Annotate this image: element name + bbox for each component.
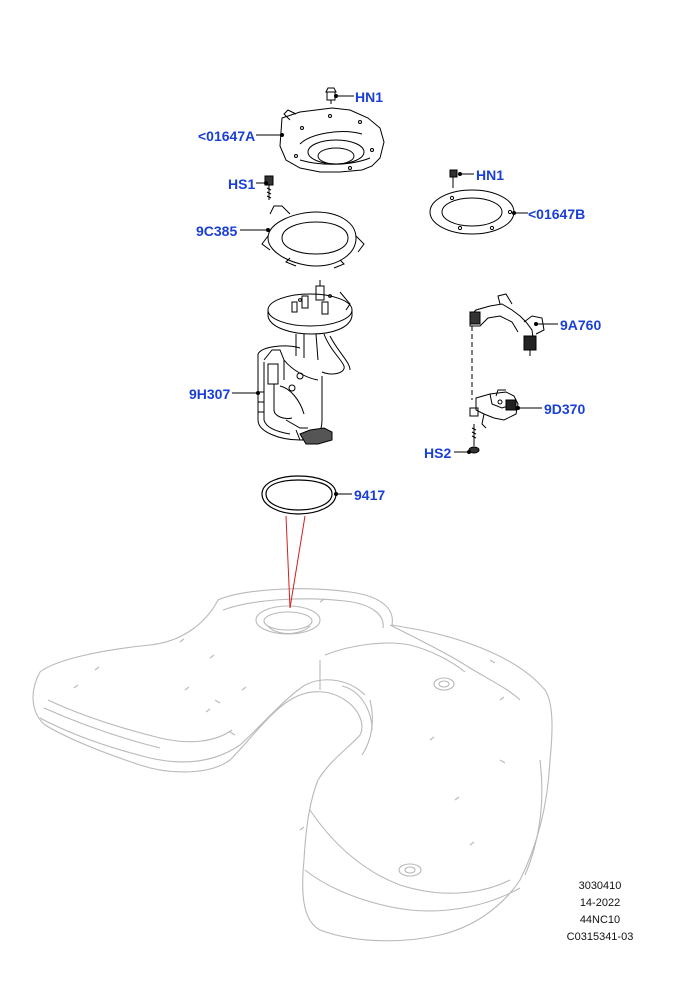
callout-01647a: <01647A xyxy=(198,128,256,144)
reference-line-4: C0315341-03 xyxy=(566,931,634,943)
leader-lines xyxy=(232,95,558,495)
callout-9c385: 9C385 xyxy=(196,223,238,239)
reference-line-1: 3030410 xyxy=(578,880,622,892)
nut-hn1-top xyxy=(325,87,337,104)
fuel-pump-module xyxy=(257,280,353,445)
leader-dots xyxy=(256,94,538,496)
fuel-tank xyxy=(32,588,553,942)
bracket-wiring xyxy=(469,293,545,400)
install-guide-lines xyxy=(285,515,306,609)
reference-codes: 3030410 14-2022 44NC10 C0315341-03 xyxy=(560,878,640,946)
callout-hn1-top: HN1 xyxy=(355,89,384,105)
nut-hn1-right xyxy=(449,169,458,188)
callout-01647b: <01647B xyxy=(528,206,586,222)
callout-hs1: HS1 xyxy=(228,176,256,192)
callout-9d370: 9D370 xyxy=(544,401,586,417)
callout-9a760: 9A760 xyxy=(560,317,602,333)
control-module xyxy=(469,389,519,429)
callout-hs2: HS2 xyxy=(424,445,452,461)
seal-ring xyxy=(261,475,337,515)
reference-line-3: 44NC10 xyxy=(579,914,621,926)
lock-ring-top xyxy=(279,107,385,173)
bolt-hs2 xyxy=(468,424,480,454)
reference-line-2: 14-2022 xyxy=(579,897,621,909)
retainer-ring xyxy=(261,205,365,269)
callout-hn1-right: HN1 xyxy=(476,167,505,183)
callout-9h307: 9H307 xyxy=(189,386,231,402)
lock-ring-right xyxy=(429,189,515,235)
callout-9417: 9417 xyxy=(354,487,386,503)
bolt-hs1 xyxy=(264,175,274,200)
